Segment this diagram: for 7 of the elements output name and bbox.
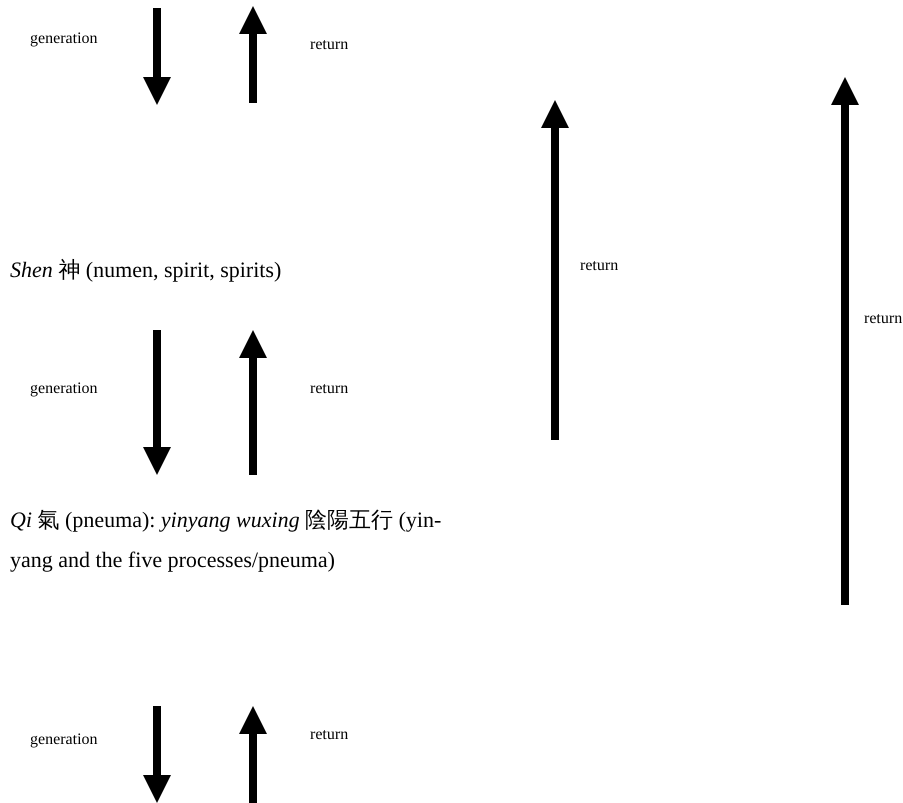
arrow-label: generation	[30, 30, 98, 48]
edge-label: generation	[30, 380, 98, 398]
level-text: Qi 氣 (pneuma): yinyang wuxing 陰陽五行 (yin-yang and the five processes/pneuma)	[10, 506, 442, 574]
arrow-label: generation	[30, 731, 98, 749]
arrow	[239, 330, 267, 475]
arrow	[143, 330, 171, 475]
level-text: Shen 神 (numen, spirit, spirits)	[10, 256, 282, 284]
